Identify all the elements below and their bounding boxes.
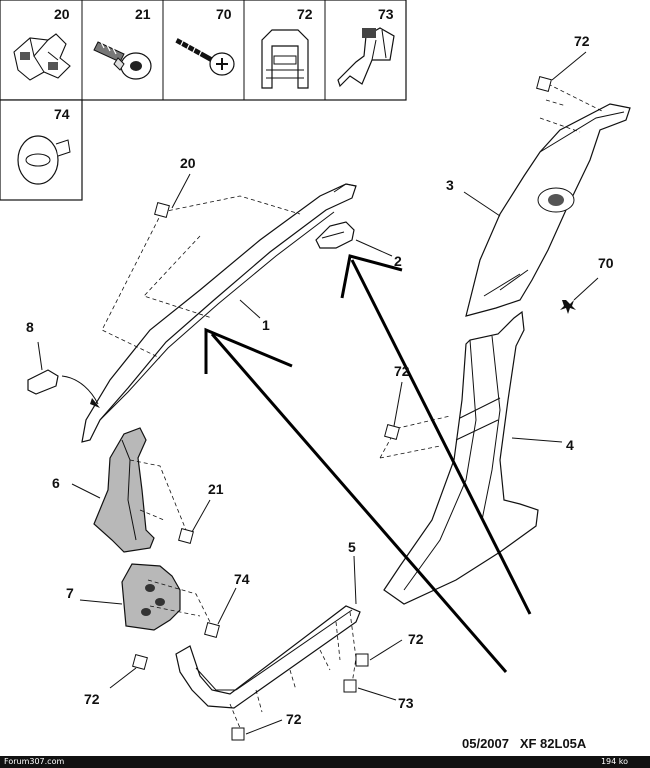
part-5-sill-trim (175, 605, 361, 709)
bracket-clip-icon (337, 27, 395, 88)
part-8-pad (27, 369, 100, 408)
legend-label-21: 21 (135, 6, 151, 22)
round-fastener-icon (17, 135, 71, 185)
part-4-b-pillar-lower (383, 310, 539, 605)
label-fastener-73: 73 (398, 695, 414, 711)
clip-icon (13, 33, 71, 81)
legend-label-74: 74 (54, 106, 70, 122)
label-part-7: 7 (66, 585, 74, 601)
label-fastener-72-top: 72 (574, 33, 590, 49)
diagram-reference: 05/2007 XF 82L05A (462, 736, 587, 751)
part-6-trim-piece (93, 427, 155, 553)
part-2-cover (315, 221, 355, 249)
fastener-callout-squares (132, 76, 576, 741)
label-part-3: 3 (446, 177, 454, 193)
label-part-6: 6 (52, 475, 60, 491)
legend-label-73: 73 (378, 6, 394, 22)
label-fastener-72-bottom: 72 (286, 711, 302, 727)
u-clip-icon (261, 29, 309, 89)
label-fastener-21: 21 (208, 481, 224, 497)
label-part-5: 5 (348, 539, 356, 555)
label-fastener-72-middle: 72 (394, 363, 410, 379)
footer-bar (0, 756, 650, 768)
push-rivet-icon (93, 39, 152, 80)
footer-site: Forum307.com (4, 757, 65, 766)
legend-label-72: 72 (297, 6, 313, 22)
fastener-legend: 20 21 70 72 73 74 (0, 0, 407, 201)
label-part-8: 8 (26, 319, 34, 335)
annotation-arrows (204, 254, 532, 673)
footer-size: 194 ko (600, 757, 628, 766)
label-fastener-20: 20 (180, 155, 196, 171)
screw-icon (173, 35, 235, 76)
part-7-trim-piece (121, 563, 181, 631)
part-1-a-pillar-trim (81, 183, 357, 443)
part-labels: 1 2 3 4 5 6 7 8 20 21 70 72 72 72 72 72 … (26, 33, 614, 727)
label-fastener-70: 70 (598, 255, 614, 271)
label-part-4: 4 (566, 437, 574, 453)
part-3-b-pillar-upper (465, 103, 631, 317)
legend-label-20: 20 (54, 6, 70, 22)
label-fastener-74: 74 (234, 571, 250, 587)
label-part-1: 1 (262, 317, 270, 333)
label-fastener-72-right: 72 (408, 631, 424, 647)
label-leader-lines (37, 51, 599, 735)
legend-label-70: 70 (216, 6, 232, 22)
label-part-2: 2 (394, 253, 402, 269)
label-fastener-72-left: 72 (84, 691, 100, 707)
fastener-guide-lines (101, 83, 605, 729)
star-screw-marker (560, 300, 576, 314)
